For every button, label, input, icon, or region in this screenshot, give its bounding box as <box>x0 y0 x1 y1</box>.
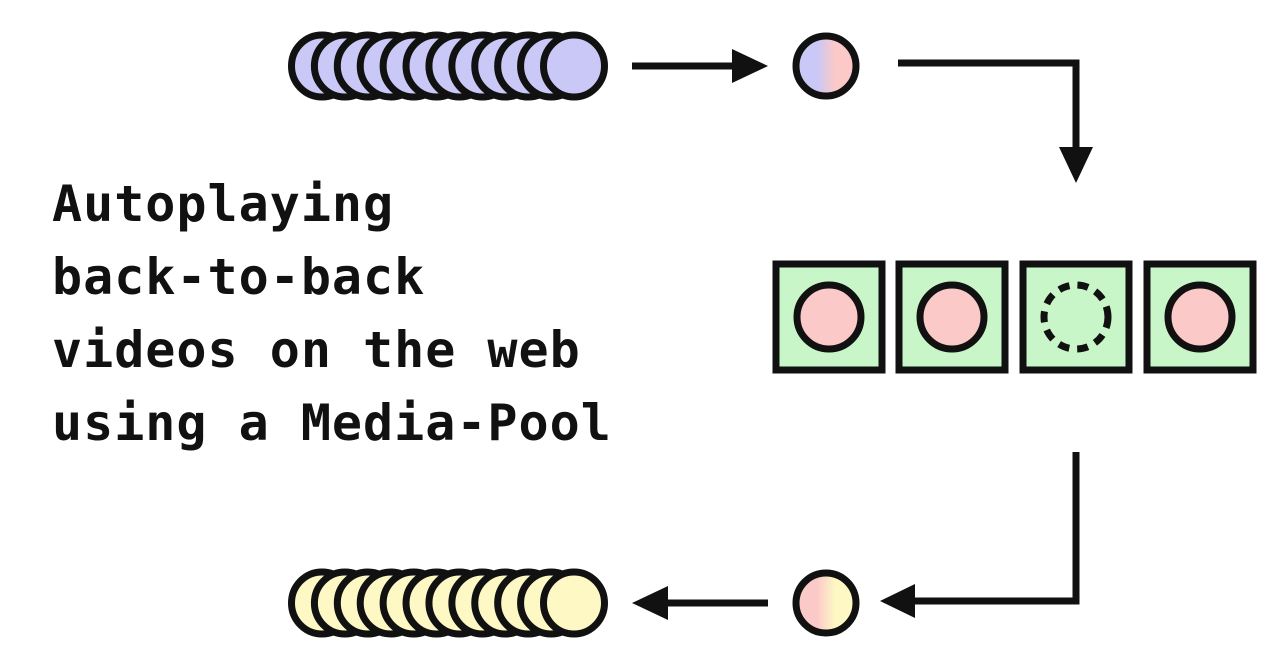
media-pool <box>772 260 1257 374</box>
incoming-transit-video <box>792 32 860 100</box>
outgoing-video-12 <box>540 568 608 638</box>
arrowhead-down <box>1059 147 1093 183</box>
incoming-video-queue <box>288 31 608 101</box>
pool-video-1 <box>793 281 865 353</box>
title-line-2: back-to-back <box>52 248 426 306</box>
arrowhead-left-from-pool <box>880 584 915 618</box>
title-line-3: videos on the web <box>52 321 581 379</box>
arrow-line-from-pool <box>912 452 1080 605</box>
arrowhead-right <box>732 49 768 83</box>
outgoing-video-queue <box>288 568 608 638</box>
arrow-line-to-pool <box>898 59 1080 150</box>
arrowhead-left-to-outgoing <box>632 586 668 620</box>
page-title: Autoplaying back-to-back videos on the w… <box>52 168 612 460</box>
outgoing-transit-video <box>792 569 860 637</box>
pool-video-4 <box>1164 281 1236 353</box>
pool-empty-slot-3 <box>1040 281 1112 353</box>
title-line-1: Autoplaying <box>52 175 395 233</box>
incoming-video-12 <box>540 31 608 101</box>
flow-connectors <box>632 49 1093 620</box>
title-line-4: using a Media-Pool <box>52 394 612 452</box>
pool-video-2 <box>916 281 988 353</box>
transit-videos <box>792 32 860 637</box>
pool-slot-3 <box>1019 260 1133 374</box>
